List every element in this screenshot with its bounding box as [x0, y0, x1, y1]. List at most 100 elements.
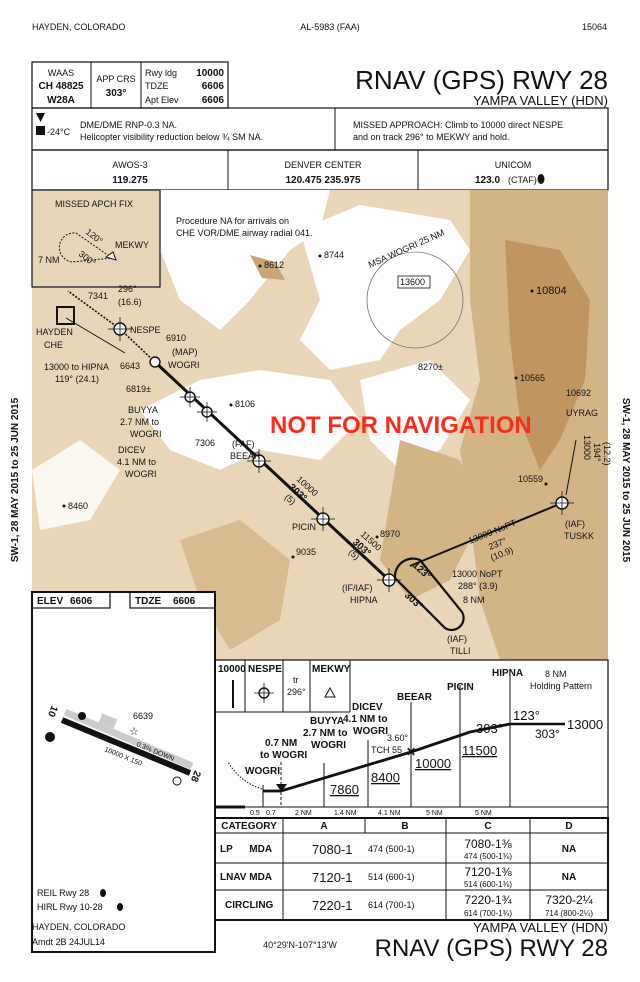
label-buyya-dist: 2.7 NM to	[120, 417, 159, 427]
runway-28-label: 28	[188, 769, 203, 784]
fix-wogri	[149, 356, 161, 368]
elev-8612: 8612	[264, 260, 284, 270]
label-map: (MAP)	[172, 347, 198, 357]
profile-buyya-ref: WOGRI	[311, 740, 346, 751]
tdze-value: 6606	[173, 596, 196, 607]
fix-icon	[254, 683, 274, 703]
label-hipna: HIPNA	[350, 595, 378, 605]
profile-hold-in: 303°	[535, 727, 560, 741]
alt-buyya: 7860	[330, 782, 359, 797]
fix-picin	[311, 507, 335, 531]
profile-hold-label: Holding Pattern	[530, 681, 592, 691]
note-line-1: DME/DME RNP-0.3 NA.	[80, 120, 177, 130]
profile-buyya-dist: 2.7 NM to	[303, 728, 347, 739]
elev-10559: 10559	[518, 474, 543, 484]
footer-amendment: Amdt 2B 24JUL14	[32, 937, 105, 947]
profile-picin: PICIN	[447, 682, 474, 693]
elev-8270: 8270±	[418, 362, 443, 372]
profile-dicev: DICEV	[352, 702, 383, 713]
dist-3: 1.4 NM	[334, 810, 357, 817]
waas-id: W28A	[47, 95, 75, 106]
elev-label: ELEV	[37, 596, 63, 607]
profile-buyya: BUYYA	[310, 716, 344, 727]
faf-cross-icon: ✕	[406, 745, 416, 759]
taxiway	[63, 708, 194, 770]
windsock-icon	[45, 732, 55, 742]
not-for-navigation-watermark: NOT FOR NAVIGATION	[270, 412, 532, 439]
dist-6: 5 NM	[475, 810, 492, 817]
ab-haa: 614 (700-1)	[368, 900, 415, 910]
tilli-crs: 288° (3.9)	[458, 581, 498, 591]
hirl-note: HIRL Rwy 10-28	[37, 902, 103, 912]
elev-7341: 7341	[88, 291, 108, 301]
glide-angle: 3.60°	[387, 733, 409, 743]
ab-haa: 474 (500-1)	[368, 844, 415, 854]
missed-approach-arrow	[227, 761, 263, 790]
rotating-beacon-icon	[78, 712, 86, 720]
missed-approach-1: MISSED APPROACH: Climb to 10000 direct N…	[353, 120, 563, 130]
fix-beear	[247, 449, 271, 473]
profile-hipna: HIPNA	[492, 668, 523, 679]
page-title: RNAV (GPS) RWY 28	[355, 65, 608, 95]
row-label: CIRCLING	[225, 900, 274, 911]
c-haa: 514 (600-1⅜)	[464, 880, 512, 889]
missed-fix-name: MEKWY	[115, 240, 149, 250]
c-haa: 614 (700-1¾)	[464, 909, 512, 918]
alt-beear: 10000	[415, 756, 451, 771]
elev-7306: 7306	[195, 438, 215, 448]
label-tilli: TILLI	[450, 646, 471, 656]
elev-6819: 6819±	[126, 384, 151, 394]
fix-hipna	[377, 568, 401, 592]
label-nespe: NESPE	[130, 325, 161, 335]
profile-beear: BEEAR	[397, 692, 433, 703]
profile-course: 303°	[476, 721, 503, 736]
msa-circle	[366, 251, 464, 349]
header-b: B	[401, 821, 408, 832]
label-tuskk: TUSKK	[564, 531, 594, 541]
app-crs: 303°	[106, 88, 127, 99]
runway-10-28	[60, 717, 192, 776]
plan-view: NOT FOR NAVIGATION MISSED APCH FIX 120° …	[31, 189, 612, 660]
profile-hold-alt: 13000	[567, 717, 603, 732]
navaid-hayden: HAYDEN	[36, 327, 73, 337]
hold-length: 8 NM	[463, 595, 485, 605]
missed-distance: (16.6)	[118, 297, 142, 307]
waas-label: WAAS	[48, 68, 74, 78]
comm-center-freq: 120.475 235.975	[285, 175, 361, 186]
d-haa: 714 (800-2¼)	[545, 909, 593, 918]
header-city: HAYDEN, COLORADO	[32, 22, 125, 32]
row-label: LP MDA	[220, 844, 272, 855]
elev-8970: 8970	[380, 529, 400, 539]
ab-minimum: 7220-1	[312, 898, 352, 913]
comm-ctaf: (CTAF)	[508, 175, 537, 185]
c-minimum: 7220-1¾	[464, 893, 512, 907]
d-minimum: NA	[562, 844, 576, 855]
comms-bar: AWOS-3 119.275 DENVER CENTER 120.475 235…	[31, 149, 609, 191]
rwy-ldg-label: Rwy ldg	[145, 68, 177, 78]
elev-8460: 8460	[68, 501, 88, 511]
vor-dme-che-icon	[56, 306, 75, 325]
procedure-na-note-1: Procedure NA for arrivals on	[176, 216, 289, 226]
profile-dicev-ref: WOGRI	[353, 726, 388, 737]
label-buyya: BUYYA	[128, 405, 158, 415]
footer-airport: YAMPA VALLEY (HDN)	[473, 920, 608, 935]
profile-view: 10000 NESPE tr 296° MEKWY HIPNA 8 NM Hol…	[214, 659, 609, 819]
fix-nespe	[108, 317, 132, 341]
waypoint-triangle-icon	[104, 251, 117, 261]
label-beear: BEEAR	[230, 451, 261, 461]
tdze-label: TDZE	[145, 81, 169, 91]
fix-tuskk	[550, 491, 574, 515]
cold-temp: -24°C	[47, 127, 71, 137]
dist-4: 4.1 NM	[378, 810, 401, 817]
distance-row: 0.5 0.7 2 NM 1.4 NM 4.1 NM 5 NM 5 NM	[250, 810, 492, 817]
runway-10-label: 10	[45, 704, 60, 719]
profile-hold-out: 123°	[513, 708, 540, 723]
tdze: 6606	[202, 81, 225, 92]
elev-8744: 8744	[324, 250, 344, 260]
ab-minimum: 7080-1	[312, 842, 352, 857]
comm-unicom-name: UNICOM	[495, 160, 532, 170]
ab-minimum: 7120-1	[312, 870, 352, 885]
comm-awos-name: AWOS-3	[112, 160, 147, 170]
rwy-ldg: 10000	[196, 68, 224, 79]
pcl-icon	[117, 903, 123, 911]
